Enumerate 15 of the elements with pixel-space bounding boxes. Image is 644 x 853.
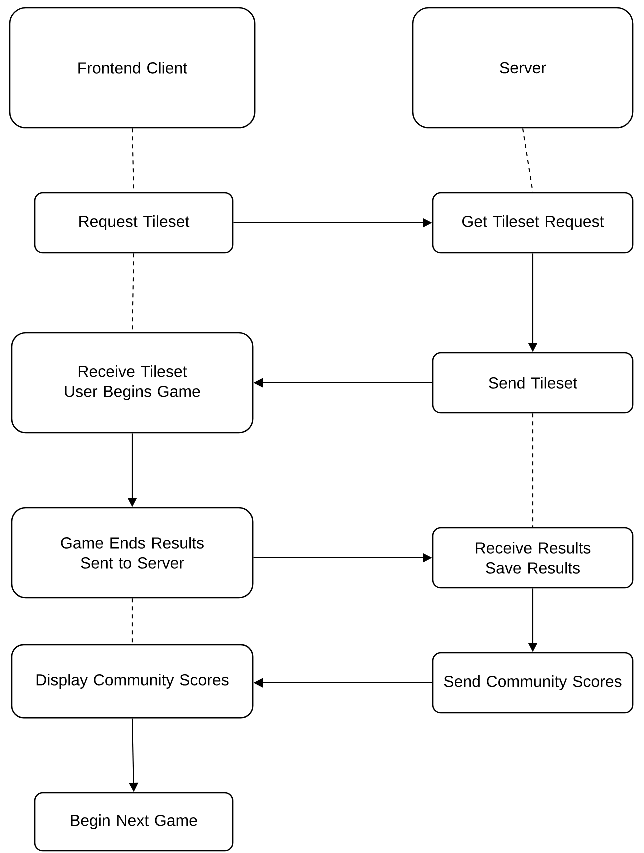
connector-line <box>522 128 534 192</box>
connector-line <box>132 598 134 644</box>
process-box: Display Community Scores <box>11 644 254 719</box>
process-box: Send Community Scores <box>432 652 634 714</box>
process-box: Request Tileset <box>34 192 234 254</box>
connector-line <box>532 414 534 528</box>
process-box: Receive Results Save Results <box>432 527 634 589</box>
process-box: Get Tileset Request <box>432 192 634 254</box>
process-box: Game Ends Results Sent to Server <box>11 507 254 599</box>
process-box: Begin Next Game <box>34 792 234 852</box>
process-box: Send Tileset <box>432 352 634 414</box>
process-box: Receive Tileset User Begins Game <box>11 332 254 434</box>
process-box: Server <box>412 7 634 129</box>
connector-line <box>132 254 135 332</box>
process-box: Frontend Client <box>9 7 256 129</box>
